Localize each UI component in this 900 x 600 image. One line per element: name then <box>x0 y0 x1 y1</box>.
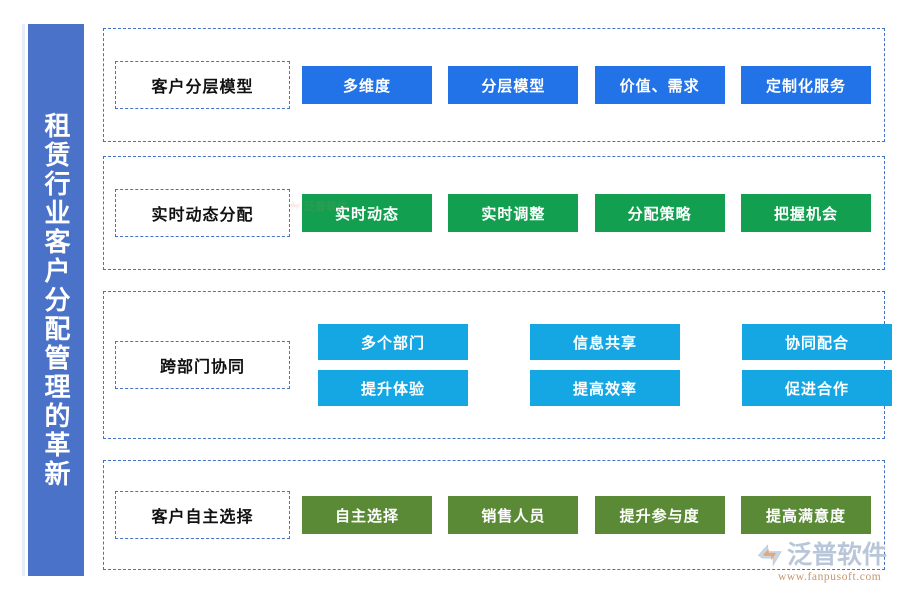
chip-item[interactable]: 自主选择 <box>302 496 432 534</box>
chip-item[interactable]: 多维度 <box>302 66 432 104</box>
section-cross-department-collaboration: 跨部门协同 多个部门 信息共享 协同配合 提升体验 提高效率 促进合作 <box>103 291 892 439</box>
section-content: 客户分层模型 多维度 分层模型 价值、需求 定制化服务 <box>115 29 873 141</box>
sidebar-title: 租赁行业客户分配管理的革新 <box>41 111 72 489</box>
section-customer-self-selection: 客户自主选择 自主选择 销售人员 提升参与度 提高满意度 <box>103 460 885 570</box>
chip-item[interactable]: 销售人员 <box>448 496 579 534</box>
section-customer-tiering-model: 客户分层模型 多维度 分层模型 价值、需求 定制化服务 <box>103 28 885 142</box>
chip-item[interactable]: 提升体验 <box>318 370 468 406</box>
section-content: 实时动态分配 实时动态 实时调整 分配策略 把握机会 <box>115 157 873 269</box>
chip-item[interactable]: 信息共享 <box>530 324 680 360</box>
chip-item[interactable]: 实时动态 <box>302 194 432 232</box>
sidebar: 租赁行业客户分配管理的革新 <box>22 24 84 576</box>
chip-item[interactable]: 提高满意度 <box>740 496 871 534</box>
chip-item[interactable]: 价值、需求 <box>594 66 725 104</box>
section-label-customer-self-selection: 客户自主选择 <box>115 491 290 539</box>
section-label-cross-department-collaboration: 跨部门协同 <box>115 341 290 389</box>
chip-item[interactable]: 定制化服务 <box>740 66 871 104</box>
chip-item[interactable]: 提高效率 <box>530 370 680 406</box>
section-content: 客户自主选择 自主选择 销售人员 提升参与度 提高满意度 <box>115 461 873 569</box>
chip-item[interactable]: 提升参与度 <box>594 496 725 534</box>
chip-row: 自主选择 销售人员 提升参与度 提高满意度 <box>302 496 873 534</box>
chip-item[interactable]: 促进合作 <box>742 370 892 406</box>
chip-item[interactable]: 分配策略 <box>594 194 725 232</box>
section-label-customer-tiering-model: 客户分层模型 <box>115 61 290 109</box>
chip-row: 多维度 分层模型 价值、需求 定制化服务 <box>302 66 873 104</box>
sidebar-banner: 租赁行业客户分配管理的革新 <box>28 24 84 576</box>
section-content: 跨部门协同 多个部门 信息共享 协同配合 提升体验 提高效率 促进合作 <box>115 292 892 438</box>
chip-item[interactable]: 协同配合 <box>742 324 892 360</box>
chip-item[interactable]: 多个部门 <box>318 324 468 360</box>
chip-item[interactable]: 把握机会 <box>740 194 871 232</box>
chip-row: 实时动态 实时调整 分配策略 把握机会 <box>302 194 873 232</box>
watermark-url: www.fanpusoft.com <box>778 571 882 583</box>
section-realtime-dynamic-allocation: 实时动态分配 实时动态 实时调整 分配策略 把握机会 <box>103 156 885 270</box>
section-label-realtime-dynamic-allocation: 实时动态分配 <box>115 189 290 237</box>
chip-grid: 多个部门 信息共享 协同配合 提升体验 提高效率 促进合作 <box>318 324 900 406</box>
chip-item[interactable]: 实时调整 <box>448 194 579 232</box>
chip-item[interactable]: 分层模型 <box>448 66 579 104</box>
